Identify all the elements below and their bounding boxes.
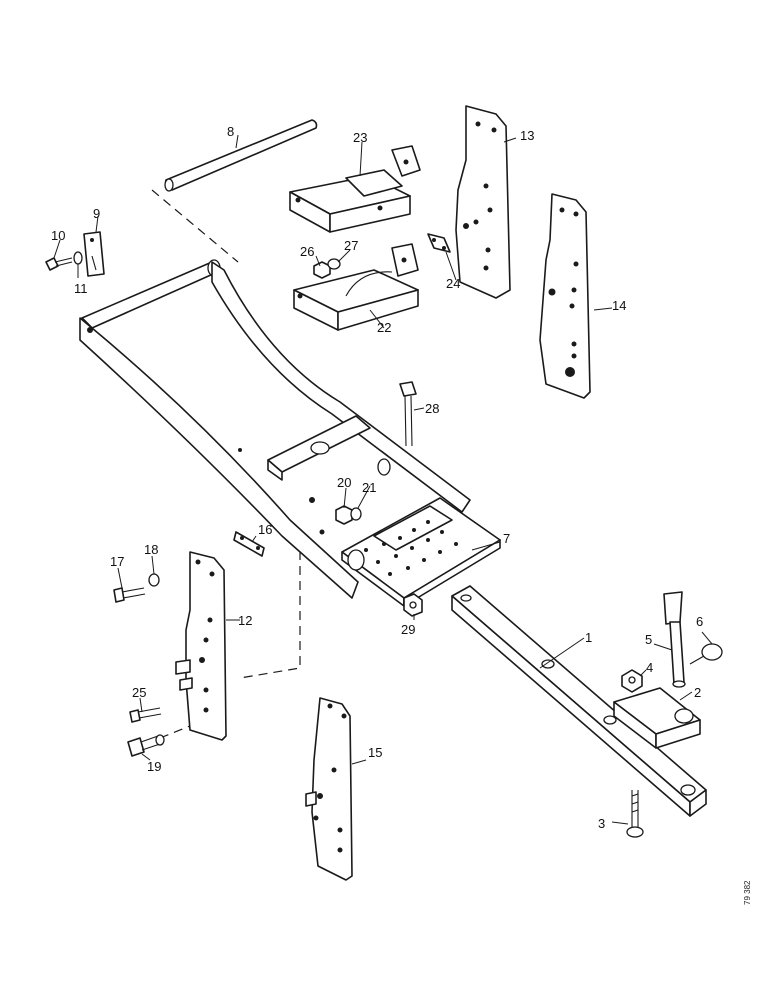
side-plate-part-13 <box>455 105 511 299</box>
callout-7: 7 <box>503 531 510 546</box>
washer-part-21 <box>350 507 362 521</box>
link-part-24 <box>427 233 451 253</box>
bolt-part-19 <box>127 734 165 757</box>
callout-5: 5 <box>645 632 652 647</box>
callout-3: 3 <box>598 816 605 831</box>
nut-part-4 <box>621 669 643 693</box>
callout-18: 18 <box>144 542 158 557</box>
callout-20: 20 <box>337 475 351 490</box>
callout-26: 26 <box>300 244 314 259</box>
drawing-reference: 79 382 <box>743 880 752 905</box>
bolt-part-3 <box>626 790 644 838</box>
callout-28: 28 <box>425 401 439 416</box>
callout-4: 4 <box>646 660 653 675</box>
nut-part-29 <box>403 593 423 617</box>
pin-part-5 <box>663 591 686 688</box>
callout-27: 27 <box>344 238 358 253</box>
bracket-part-22 <box>293 243 419 331</box>
bolt-part-10 <box>45 257 73 271</box>
alignment-dash-shaft <box>151 189 239 263</box>
side-plate-part-14 <box>539 193 591 399</box>
nut-part-26 <box>313 261 331 279</box>
callout-25: 25 <box>132 685 146 700</box>
leader-lines <box>53 134 713 825</box>
drawbar-part-1 <box>451 585 707 817</box>
callout-14: 14 <box>612 298 626 313</box>
bracket-part-23 <box>289 145 421 233</box>
washer-part-11 <box>73 251 83 265</box>
callout-16: 16 <box>258 522 272 537</box>
callout-10: 10 <box>51 228 65 243</box>
bolt-part-17 <box>113 587 146 603</box>
callout-15: 15 <box>368 745 382 760</box>
callout-9: 9 <box>93 206 100 221</box>
callout-11: 11 <box>74 281 88 296</box>
nut-part-20 <box>335 505 353 525</box>
bolt-part-28 <box>399 381 417 447</box>
callout-22: 22 <box>377 320 391 335</box>
callout-17: 17 <box>110 554 124 569</box>
shaft-part-8 <box>164 119 318 192</box>
link-part-16 <box>233 531 265 557</box>
callout-2: 2 <box>694 685 701 700</box>
washer-part-27 <box>327 258 341 270</box>
washer-part-18 <box>148 573 160 587</box>
callout-12: 12 <box>238 613 252 628</box>
clevis-part-2 <box>613 687 701 749</box>
callout-23: 23 <box>353 130 367 145</box>
callout-19: 19 <box>147 759 161 774</box>
callout-21: 21 <box>362 480 376 495</box>
linch-pin-part-6 <box>689 643 723 665</box>
callout-8: 8 <box>227 124 234 139</box>
alignment-dash-plate-12 <box>239 536 301 679</box>
side-plate-part-15 <box>305 697 353 881</box>
alignment-dash-bolt-19 <box>159 719 206 739</box>
bolt-part-25 <box>129 707 162 723</box>
callout-29: 29 <box>401 622 415 637</box>
callout-13: 13 <box>520 128 534 143</box>
callout-24: 24 <box>446 276 460 291</box>
callout-1: 1 <box>585 630 592 645</box>
side-plate-part-12 <box>175 551 227 741</box>
drawbar-frame-part-7 <box>79 259 501 607</box>
callout-6: 6 <box>696 614 703 629</box>
plate-part-9 <box>83 231 105 277</box>
